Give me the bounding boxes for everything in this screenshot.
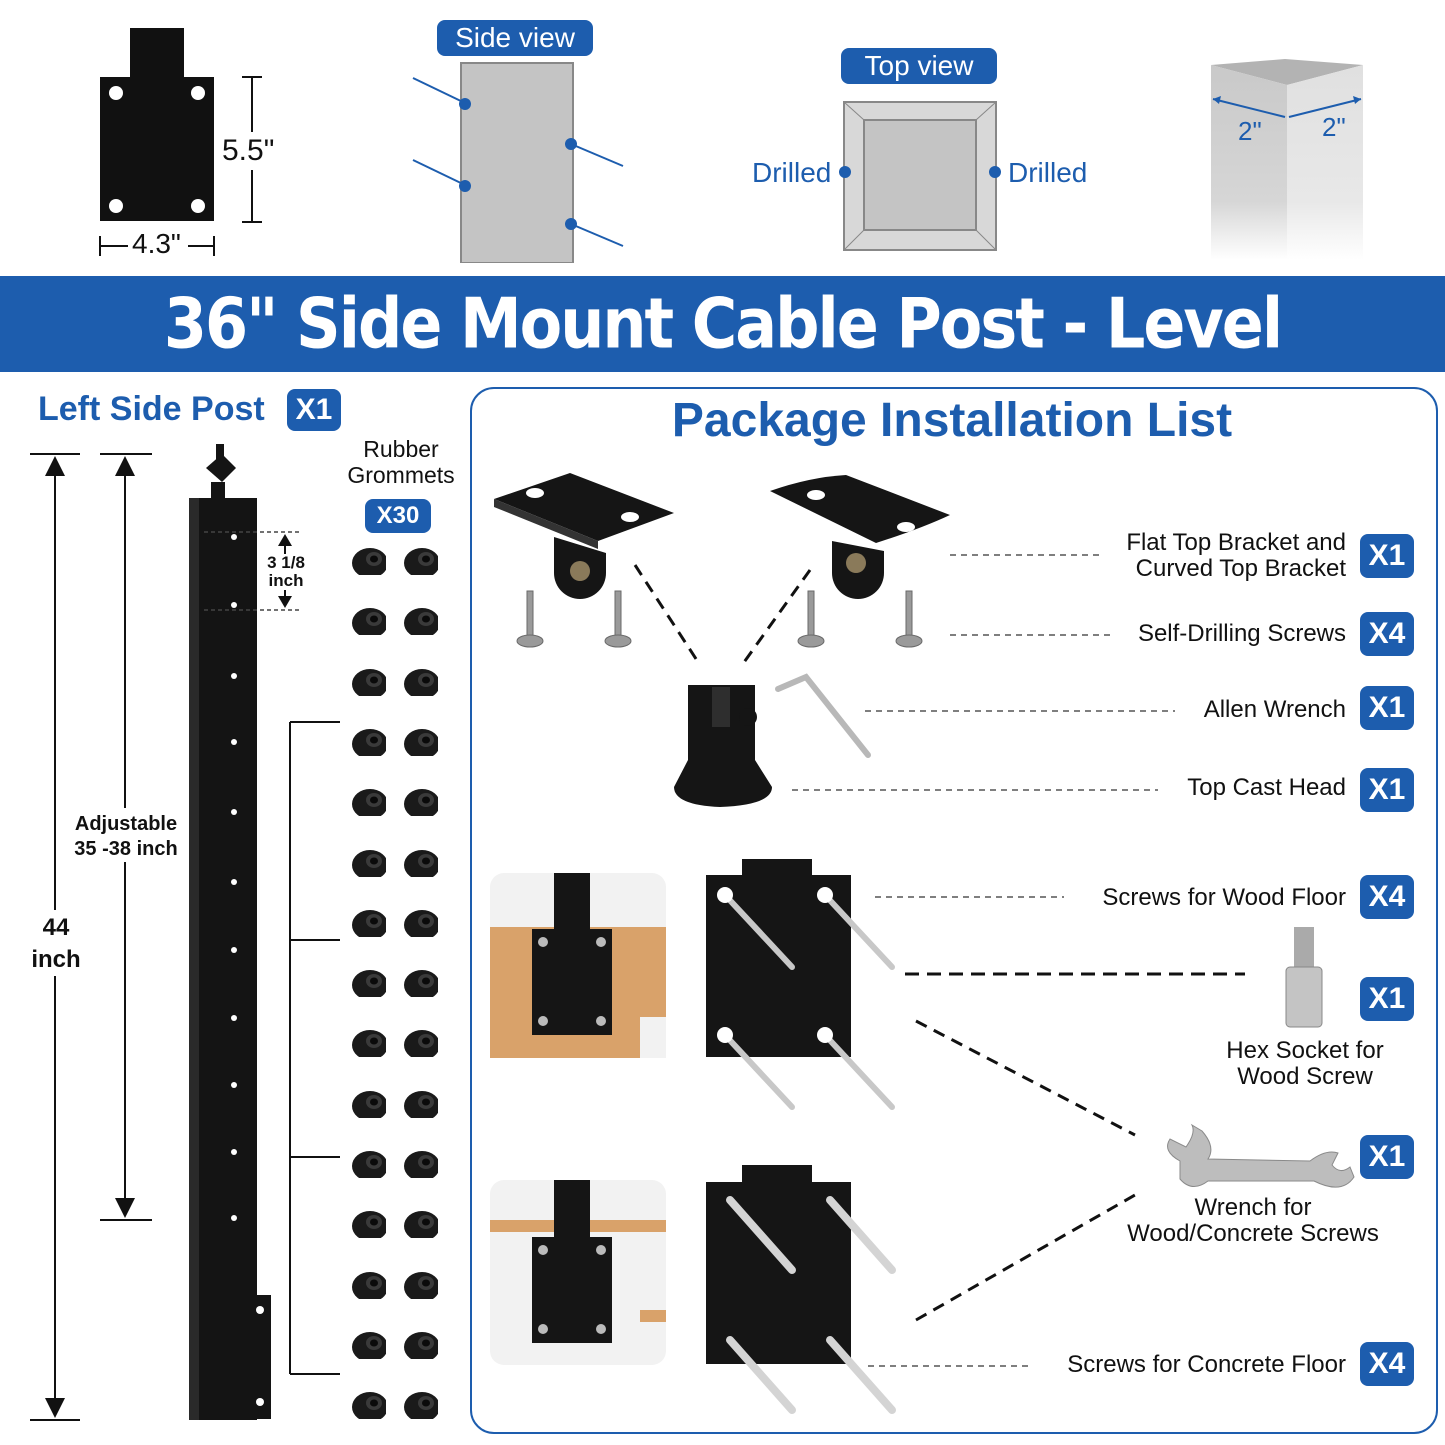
package-title: Package Installation List	[671, 394, 1233, 447]
grommet-icon	[352, 608, 386, 636]
bracket-height-label: 5.5"	[222, 132, 275, 170]
item-top-cast-head-qty: X1	[1360, 768, 1414, 812]
item-top-brackets-label: Flat Top Bracket and Curved Top Bracket	[1126, 530, 1346, 582]
grommet-icon	[404, 608, 438, 636]
item-top-brackets-qty: X1	[1360, 534, 1414, 578]
grommet-icon	[404, 1331, 438, 1359]
item-self-drilling-screws-label: Self-Drilling Screws	[1137, 620, 1346, 647]
banner-title: 36" Side Mount Cable Post - Level	[163, 282, 1283, 365]
grommet-icon	[404, 548, 438, 575]
grommets-qty-badge: X30	[365, 499, 431, 533]
item-concrete-screws-qty: X4	[1360, 1342, 1414, 1386]
grommet-icon	[404, 849, 438, 877]
grommet-icon	[352, 970, 386, 998]
item-wood-screws-label: Screws for Wood Floor	[1102, 884, 1346, 911]
grommet-icon	[352, 849, 386, 877]
adjustable-label: Adjustable	[74, 813, 178, 835]
item-hex-socket-line2: Wood Screw	[1237, 1063, 1373, 1090]
title-banner: 36" Side Mount Cable Post - Level	[0, 276, 1445, 372]
grommet-icon	[352, 728, 386, 756]
grommets-label-line1: Rubber	[363, 436, 439, 462]
item-top-cast-head-label: Top Cast Head	[1187, 774, 1346, 801]
bracket-width-label: 4.3"	[132, 228, 181, 259]
grommet-icon	[404, 1090, 438, 1118]
item-wrench-label: Wrench for Wood/Concrete Screws	[1108, 1195, 1398, 1247]
grommets-label: Rubber Grommets	[336, 436, 466, 488]
grommet-icon	[352, 1331, 386, 1359]
post-width-label-b: 2"	[1322, 112, 1346, 142]
item-allen-wrench-label: Allen Wrench	[1203, 696, 1346, 723]
grommet-icon	[404, 789, 438, 817]
hole-spacing-value: 3 1/8	[267, 553, 305, 572]
top-view-badge: Top view	[841, 48, 997, 84]
item-wood-screws-qty: X4	[1360, 875, 1414, 919]
grommet-icon	[352, 1271, 386, 1299]
grommet-icon	[352, 668, 386, 696]
left-post-diagram	[30, 444, 340, 1421]
grommet-icon	[404, 1392, 438, 1420]
side-view-badge: Side view	[437, 20, 593, 56]
grommet-icon	[352, 789, 386, 817]
item-wrench-line1: Wrench for	[1194, 1194, 1312, 1221]
item-hex-socket-line1: Hex Socket for	[1226, 1037, 1384, 1064]
package-panel	[470, 387, 1438, 1434]
total-height-value: 44	[42, 914, 70, 941]
item-top-brackets-line2: Curved Top Bracket	[1135, 555, 1346, 582]
grommet-icon	[352, 909, 386, 937]
top-view-diagram	[839, 101, 1001, 251]
item-hex-socket-label: Hex Socket for Wood Screw	[1205, 1038, 1405, 1090]
grommet-icon	[404, 970, 438, 998]
left-post-title: Left Side Post	[38, 390, 265, 428]
grommet-icon	[404, 668, 438, 696]
item-wrench-qty: X1	[1360, 1135, 1414, 1179]
grommet-icon	[352, 1151, 386, 1178]
drilled-right-label: Drilled	[1008, 157, 1088, 188]
item-allen-wrench-qty: X1	[1360, 686, 1414, 730]
item-hex-socket-qty: X1	[1360, 977, 1414, 1021]
grommet-icon	[352, 1392, 386, 1420]
post-3d-diagram	[1211, 59, 1363, 260]
grommet-icon	[404, 909, 438, 937]
side-view-diagram	[412, 62, 624, 263]
hole-spacing-unit: inch	[268, 571, 304, 590]
item-wrench-line2: Wood/Concrete Screws	[1127, 1220, 1379, 1247]
grommet-icon	[404, 1211, 438, 1239]
grommet-icon	[404, 1271, 438, 1299]
grommet-icon	[352, 1211, 386, 1239]
grommet-icon	[352, 1090, 386, 1118]
grommet-icon	[404, 1030, 438, 1058]
item-concrete-screws-label: Screws for Concrete Floor	[1067, 1351, 1346, 1378]
drilled-left-label: Drilled	[752, 157, 832, 188]
left-post-qty-badge: X1	[287, 389, 341, 431]
package-illustrations	[490, 473, 1355, 1414]
bracket-front-diagram	[99, 28, 262, 256]
grommets-label-line2: Grommets	[347, 462, 455, 488]
hole-spacing-label: 3 1/8 inch	[258, 554, 314, 590]
grommet-icon	[404, 1151, 438, 1178]
item-self-drilling-screws-qty: X4	[1360, 612, 1414, 656]
total-height-unit: inch	[31, 946, 81, 973]
post-width-label-a: 2"	[1238, 116, 1262, 146]
grommet-icon	[352, 548, 386, 575]
adjustable-height-label: Adjustable 35 -38 inch	[66, 812, 186, 862]
item-top-brackets-line1: Flat Top Bracket and	[1126, 529, 1346, 556]
grommet-icon	[404, 728, 438, 756]
adjustable-range: 35 -38 inch	[74, 838, 178, 860]
grommet-icon	[352, 1030, 386, 1058]
total-height-label: 44 inch	[18, 912, 94, 976]
